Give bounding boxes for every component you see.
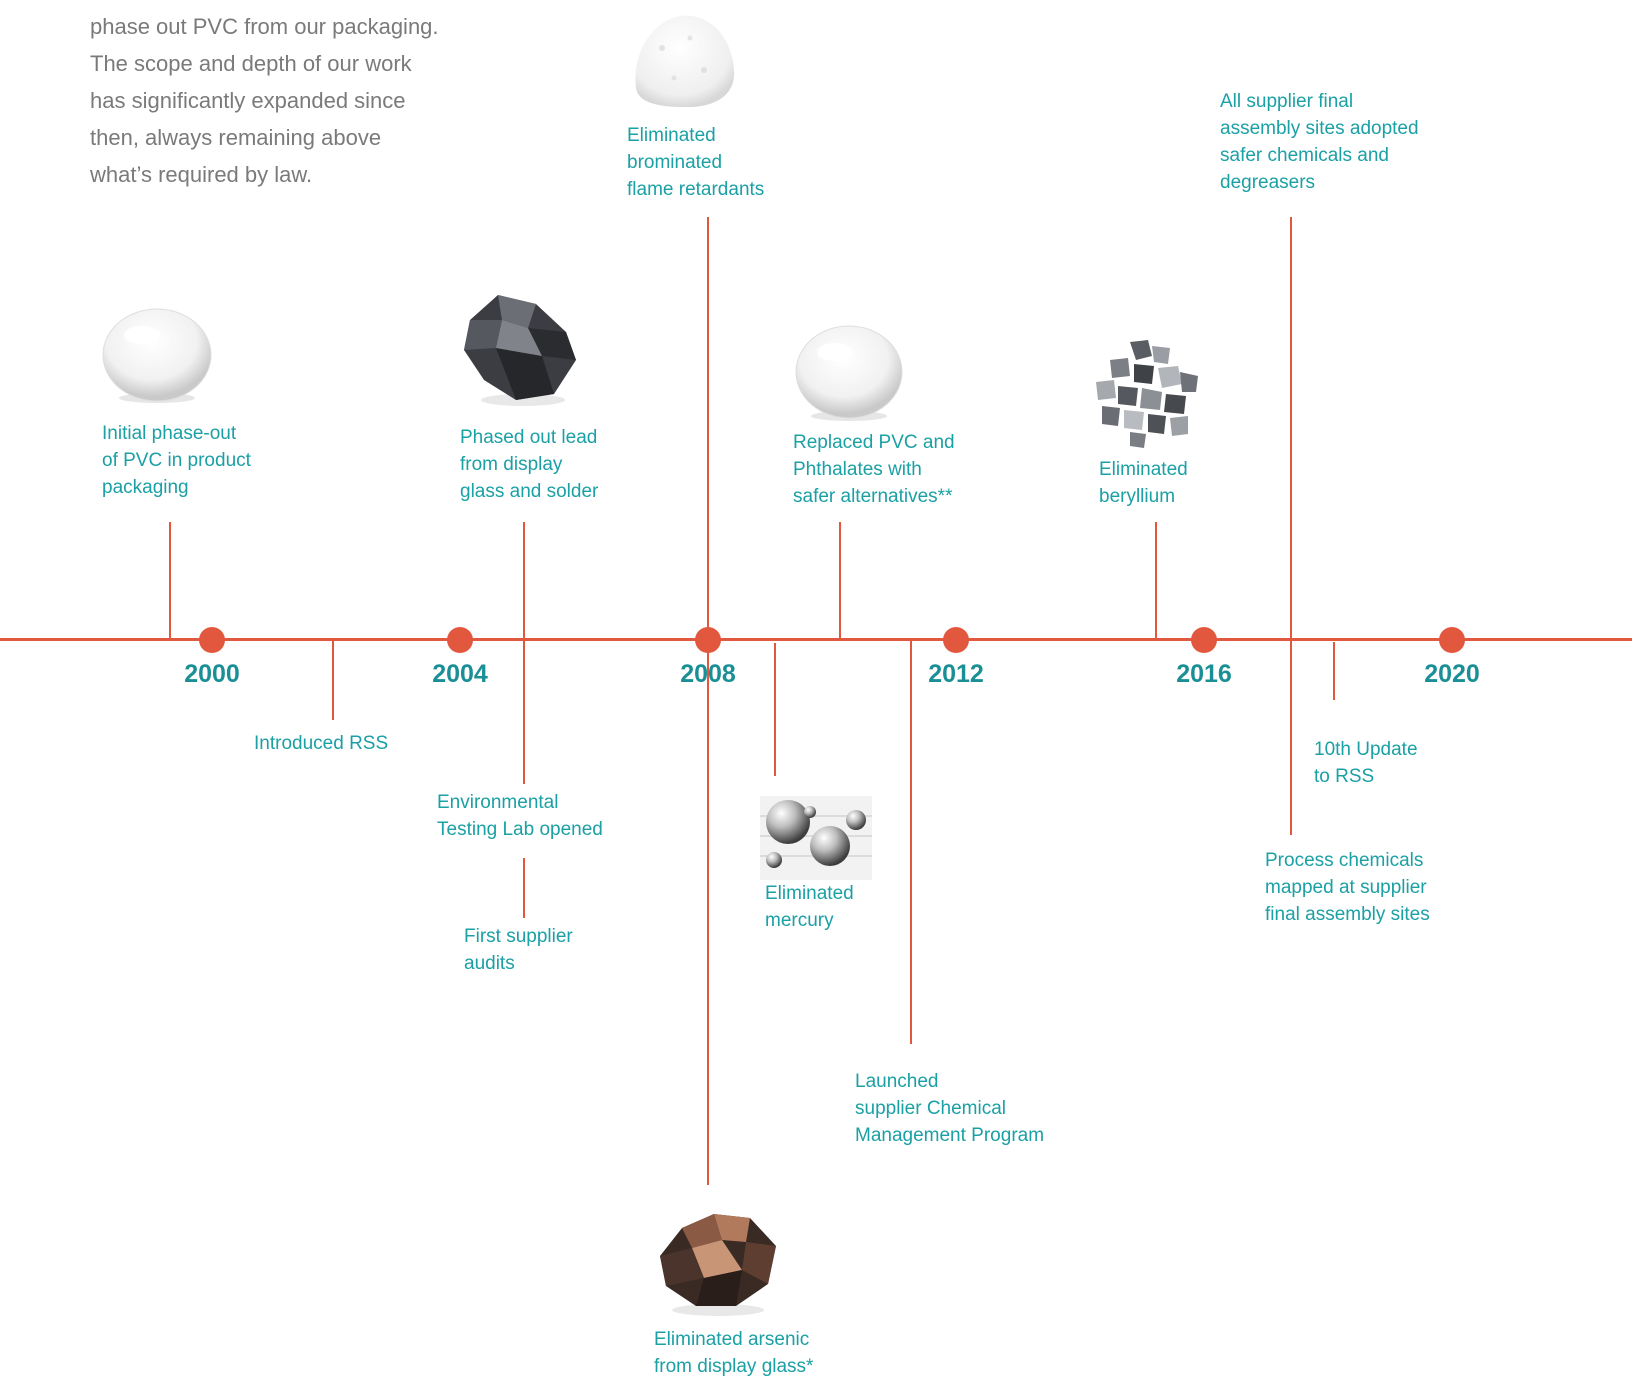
event-text: 10th Update bbox=[1314, 739, 1418, 760]
intro-line: what’s required by law. bbox=[90, 162, 313, 187]
event-text: Eliminated bbox=[627, 125, 716, 146]
event-text: from display bbox=[460, 454, 563, 475]
connector-line bbox=[1290, 217, 1292, 835]
event-text: Introduced RSS bbox=[254, 733, 389, 754]
timeline-event: Eliminated beryllium bbox=[1099, 456, 1188, 510]
timeline-event: All supplier final assembly sites adopte… bbox=[1220, 88, 1419, 196]
event-text: Phthalates with bbox=[793, 459, 922, 480]
event-text: to RSS bbox=[1314, 766, 1375, 787]
event-text: Phased out lead bbox=[460, 427, 598, 448]
event-text: Eliminated bbox=[765, 883, 854, 904]
connector-line bbox=[839, 522, 841, 640]
timeline-event: Introduced RSS bbox=[254, 730, 388, 757]
event-text: Launched bbox=[855, 1071, 939, 1092]
event-text: Environmental bbox=[437, 792, 559, 813]
event-text: supplier Chemical bbox=[855, 1098, 1007, 1119]
timeline-event: Initial phase-out of PVC in product pack… bbox=[102, 420, 251, 501]
timeline-event: Environmental Testing Lab opened bbox=[437, 789, 603, 843]
clear-droplet-icon bbox=[795, 325, 903, 421]
year-label: 2012 bbox=[928, 660, 984, 688]
event-text: packaging bbox=[102, 477, 189, 498]
event-text: of PVC in product bbox=[102, 450, 251, 471]
intro-line: then, always remaining above bbox=[90, 125, 382, 150]
timeline-event: Process chemicals mapped at supplier fin… bbox=[1265, 847, 1430, 928]
timeline-axis bbox=[0, 638, 1632, 641]
intro-paragraph: phase out PVC from our packaging. The sc… bbox=[90, 8, 470, 193]
intro-line: phase out PVC from our packaging. bbox=[90, 14, 439, 39]
clear-droplet-icon bbox=[102, 308, 212, 403]
event-text: safer chemicals and bbox=[1220, 145, 1389, 166]
event-text: First supplier bbox=[464, 926, 573, 947]
intro-line: has significantly expanded since bbox=[90, 88, 406, 113]
year-label: 2020 bbox=[1424, 660, 1480, 688]
event-text: Management Program bbox=[855, 1125, 1045, 1146]
event-text: degreasers bbox=[1220, 172, 1316, 193]
year-marker bbox=[1439, 627, 1465, 653]
year-label: 2016 bbox=[1176, 660, 1232, 688]
timeline-event: Eliminated mercury bbox=[765, 880, 854, 934]
year-label: 2000 bbox=[184, 660, 240, 688]
event-text: Testing Lab opened bbox=[437, 819, 603, 840]
event-text: Replaced PVC and bbox=[793, 432, 955, 453]
timeline-event: Replaced PVC and Phthalates with safer a… bbox=[793, 429, 955, 510]
event-text: glass and solder bbox=[460, 481, 599, 502]
timeline-event: Eliminated brominated flame retardants bbox=[627, 122, 764, 203]
year-marker bbox=[943, 627, 969, 653]
event-text: beryllium bbox=[1099, 486, 1176, 507]
connector-line bbox=[332, 640, 334, 720]
event-text: Eliminated arsenic bbox=[654, 1329, 810, 1350]
event-text: mercury bbox=[765, 910, 834, 931]
event-text: mapped at supplier bbox=[1265, 877, 1427, 898]
connector-line bbox=[523, 858, 525, 918]
connector-line bbox=[707, 217, 709, 1185]
timeline-event: First supplier audits bbox=[464, 923, 573, 977]
timeline-event: Phased out lead from display glass and s… bbox=[460, 424, 598, 505]
intro-line: The scope and depth of our work bbox=[90, 51, 412, 76]
event-text: from display glass* bbox=[654, 1356, 814, 1377]
timeline-event: Eliminated arsenic from display glass* bbox=[654, 1326, 813, 1380]
event-text: brominated bbox=[627, 152, 723, 173]
year-marker bbox=[695, 627, 721, 653]
event-text: Initial phase-out bbox=[102, 423, 237, 444]
connector-line bbox=[774, 643, 776, 776]
year-label: 2008 bbox=[680, 660, 736, 688]
event-text: flame retardants bbox=[627, 179, 765, 200]
event-text: final assembly sites bbox=[1265, 904, 1430, 925]
mercury-beads-icon bbox=[760, 796, 872, 880]
year-label: 2004 bbox=[432, 660, 488, 688]
timeline-event: 10th Update to RSS bbox=[1314, 736, 1418, 790]
event-text: All supplier final bbox=[1220, 91, 1354, 112]
year-marker bbox=[199, 627, 225, 653]
year-marker bbox=[447, 627, 473, 653]
connector-line bbox=[523, 522, 525, 640]
connector-line bbox=[523, 640, 525, 784]
event-text: Eliminated bbox=[1099, 459, 1188, 480]
event-text: safer alternatives** bbox=[793, 486, 953, 507]
connector-line bbox=[910, 640, 912, 1044]
event-text: assembly sites adopted bbox=[1220, 118, 1419, 139]
year-marker bbox=[1191, 627, 1217, 653]
connector-line bbox=[169, 522, 171, 640]
connector-line bbox=[1155, 522, 1157, 640]
white-powder-icon bbox=[635, 15, 735, 108]
lead-ore-icon bbox=[464, 295, 576, 406]
arsenic-ore-icon bbox=[660, 1214, 776, 1316]
connector-line bbox=[1333, 642, 1335, 700]
beryllium-pebbles-icon bbox=[1096, 340, 1198, 448]
event-text: audits bbox=[464, 953, 515, 974]
timeline-event: Launched supplier Chemical Management Pr… bbox=[855, 1068, 1044, 1149]
event-text: Process chemicals bbox=[1265, 850, 1424, 871]
